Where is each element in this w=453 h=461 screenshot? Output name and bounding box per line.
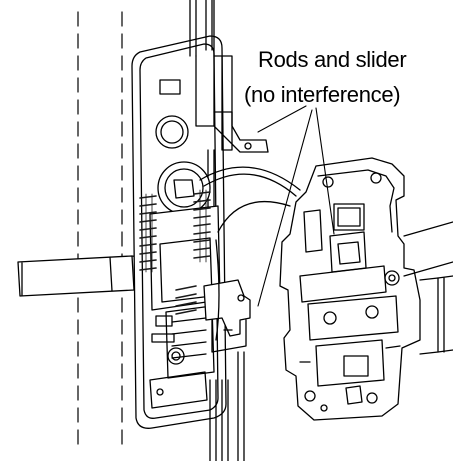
door-edge-dashed-lines <box>77 11 123 451</box>
callout-leader-lines <box>257 105 335 307</box>
lock-chassis <box>279 157 421 421</box>
cable <box>199 166 301 341</box>
callout-label-line-1: Rods and slider <box>258 47 407 72</box>
coil-springs <box>139 189 211 315</box>
lever-handle <box>17 255 149 297</box>
slider-bracket <box>203 279 251 353</box>
callout-label-line-2: (no interference) <box>244 82 401 107</box>
push-rail <box>403 221 453 355</box>
